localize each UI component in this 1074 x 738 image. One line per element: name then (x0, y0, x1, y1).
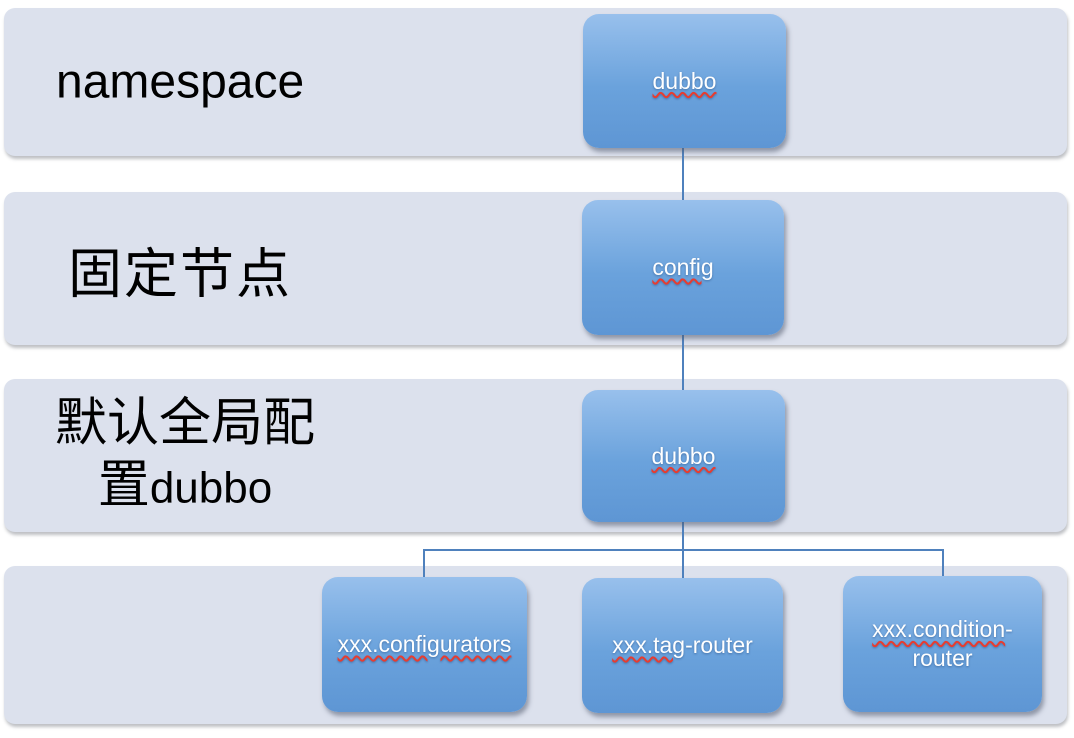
node-config: config (582, 200, 784, 335)
row-label-namespace: namespace (56, 55, 305, 109)
node-config-label: config (652, 254, 714, 281)
connector-horizontal-bus (423, 549, 944, 551)
band-default-global-config: 默认全局配 置dubbo (4, 379, 1067, 532)
node-tag-router-rest-part: -router (685, 632, 753, 659)
node-global-dubbo-label: dubbo (651, 442, 716, 469)
row-label-fixed-node: 固定节点 (68, 244, 292, 304)
node-configurators: xxx.configurators (322, 577, 527, 712)
node-condition-router-label: xxx.condition- router (872, 615, 1013, 673)
node-condition-router-line2: router (912, 645, 973, 671)
node-tag-router-misspelled-part: xxx.tag (612, 632, 686, 659)
connector-drop-configurators (423, 549, 425, 579)
connector-config-to-global (682, 333, 684, 392)
band-namespace: namespace (4, 8, 1067, 156)
connector-drop-condition-router (942, 549, 944, 578)
row-label-default-global-config: 默认全局配 置dubbo (26, 393, 344, 518)
row-label-line1: 默认全局配 (54, 395, 315, 453)
node-global-dubbo: dubbo (582, 390, 785, 522)
row-label-line2-cjk: 置 (97, 457, 150, 515)
node-root-dubbo-label: dubbo (652, 67, 717, 94)
node-condition-router-misspelled-part: xxx.condition (872, 616, 1006, 643)
node-tag-router-label: xxx.tag-router (612, 631, 753, 660)
node-configurators-label: xxx.configurators (337, 631, 512, 658)
node-tag-router: xxx.tag-router (582, 578, 783, 713)
node-condition-router-hyphen: - (1005, 616, 1013, 643)
row-label-line2-latin: dubbo (149, 463, 273, 513)
band-fixed-node: 固定节点 (4, 192, 1067, 345)
node-root-dubbo: dubbo (583, 14, 786, 148)
node-condition-router: xxx.condition- router (843, 576, 1042, 712)
connector-root-to-config (682, 148, 684, 202)
